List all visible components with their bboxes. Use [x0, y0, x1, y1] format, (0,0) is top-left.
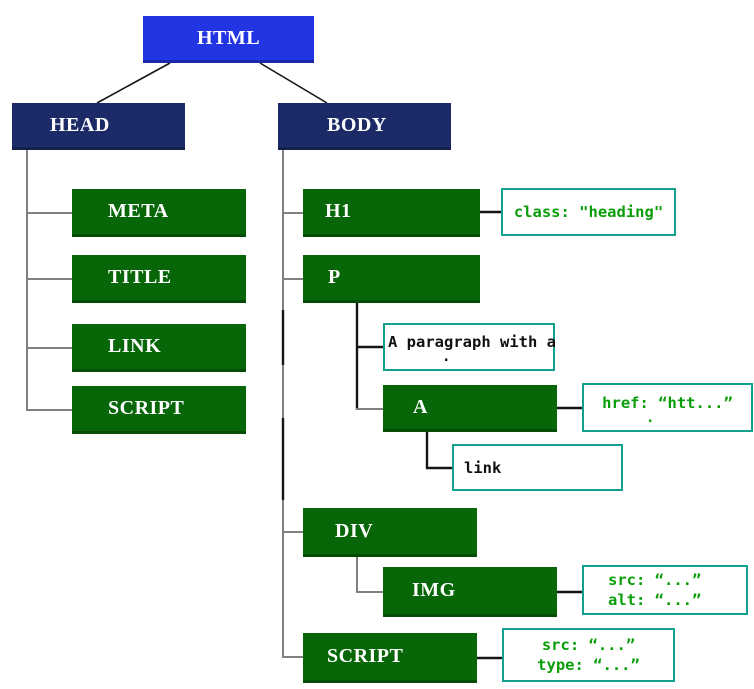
node-img: IMG [383, 567, 557, 617]
annotation-h1-class-text: class: "heading" [513, 203, 664, 221]
annotation-a-text-line1: link [464, 458, 502, 477]
node-div-label: DIV [335, 519, 374, 542]
node-head: HEAD [12, 103, 185, 150]
node-meta-label: META [108, 200, 169, 222]
node-div: DIV [303, 508, 477, 557]
annotation-p-text-line2: . [442, 349, 451, 365]
annotation-a-text: link [452, 444, 623, 491]
edge-html-body [259, 62, 328, 104]
annotation-script-src: src: “...” [541, 636, 636, 654]
annotation-img-attrs: src: “...” alt: “...” [582, 565, 748, 615]
node-a-label: A [413, 395, 428, 418]
node-link-label: LINK [108, 335, 162, 357]
annotation-script-type: type: “...” [537, 656, 640, 674]
annotation-img-src: src: “...” [608, 571, 702, 589]
node-script-head: SCRIPT [72, 386, 246, 434]
node-p-label: P [328, 266, 341, 288]
node-link: LINK [72, 324, 246, 372]
annotation-img-alt: alt: “...” [608, 591, 702, 609]
node-script-body: SCRIPT [303, 633, 477, 683]
annotation-p-text-line1: A paragraph with a [388, 333, 556, 351]
annotation-a-href: href: “htt...” . [582, 383, 753, 432]
node-html: HTML [143, 16, 314, 63]
node-title-label: TITLE [108, 266, 172, 288]
node-html-label: HTML [196, 26, 261, 49]
node-img-label: IMG [412, 579, 456, 601]
node-script-head-label: SCRIPT [108, 397, 185, 419]
annotation-script-attrs: src: “...” type: “...” [502, 628, 675, 682]
annotation-a-href-line2: . [646, 409, 655, 426]
node-body-label: BODY [327, 113, 387, 136]
annotation-p-text: A paragraph with a . [383, 323, 556, 371]
annotation-h1-class: class: "heading" [501, 188, 676, 236]
node-h1-label: H1 [325, 200, 352, 222]
node-script-body-label: SCRIPT [327, 645, 404, 667]
node-body: BODY [278, 103, 451, 150]
edge-html-head [96, 62, 171, 104]
node-meta: META [72, 189, 246, 237]
annotation-a-href-line1: href: “htt...” [602, 393, 733, 412]
node-a: A [383, 385, 557, 432]
node-title: TITLE [72, 255, 246, 303]
node-head-label: HEAD [50, 113, 110, 136]
node-h1: H1 [303, 189, 480, 237]
node-p: P [303, 255, 480, 303]
